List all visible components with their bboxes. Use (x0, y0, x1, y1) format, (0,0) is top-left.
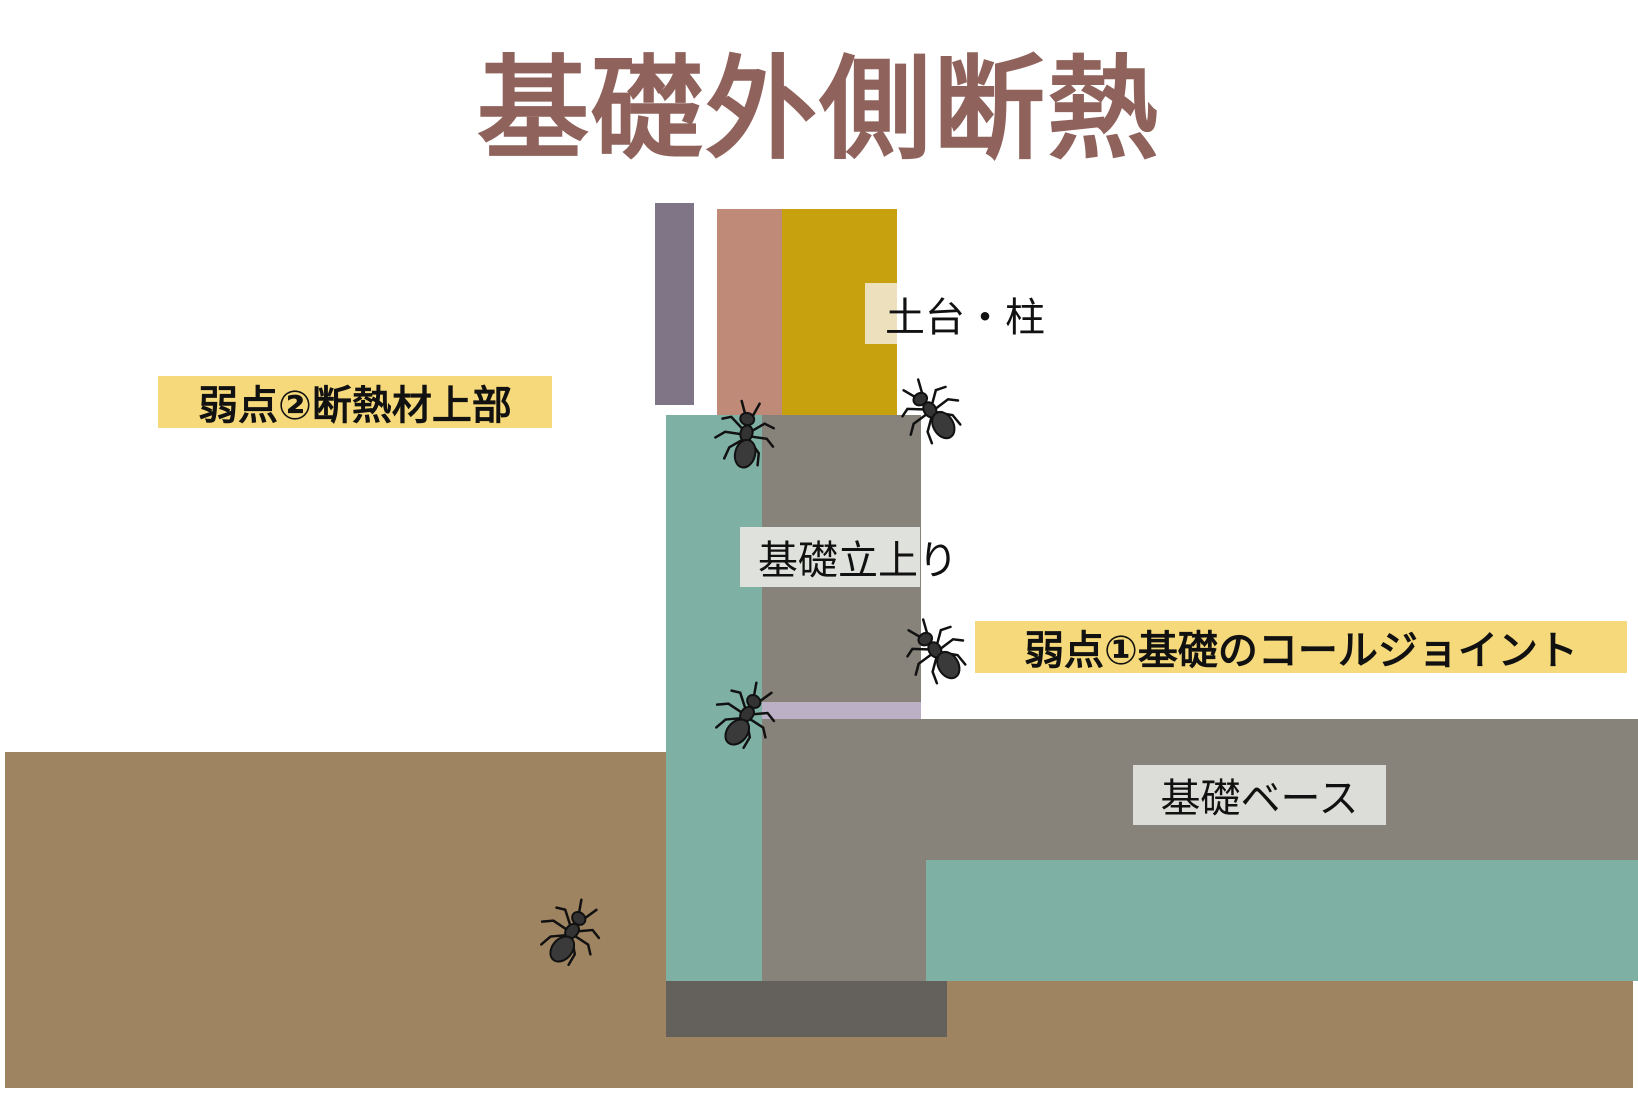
exterior-board (655, 203, 694, 405)
foundation-riser-label: 基礎立上り (740, 527, 958, 587)
weak-point-1-label: 弱点①基礎のコールジョイント (975, 621, 1627, 674)
sill-post-label: 土台・柱 (885, 294, 1045, 341)
siding-layer (717, 209, 782, 415)
foundation-base-lower (762, 860, 926, 981)
cold-joint (762, 702, 921, 719)
insulation-vertical (666, 415, 762, 981)
insulation-under-slab (926, 860, 1638, 981)
weak-point-2-label: 弱点②断熱材上部 (158, 376, 552, 429)
foundation-base-label: 基礎ベース (1133, 765, 1386, 825)
footing (666, 981, 947, 1037)
diagram-title: 基礎外側断熱 (477, 45, 1161, 175)
sill-label-bg (865, 283, 897, 344)
